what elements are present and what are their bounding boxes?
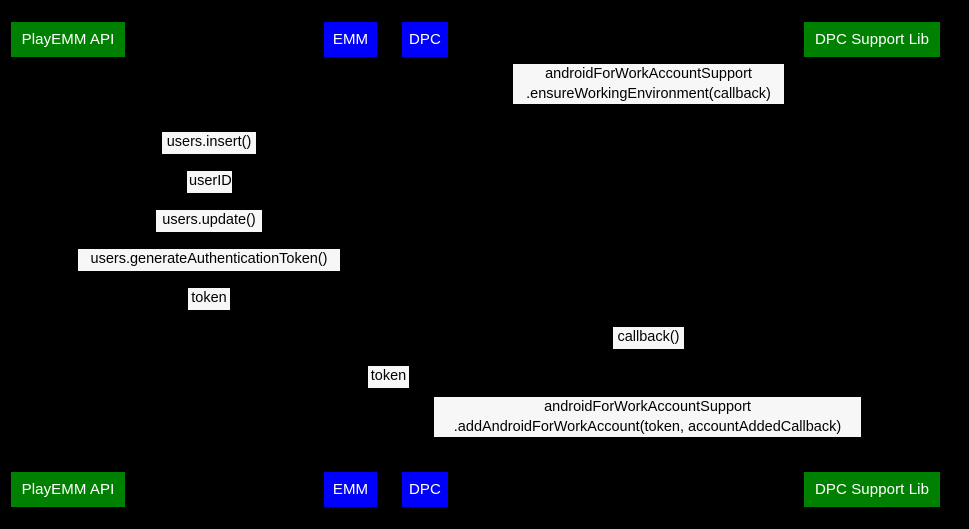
message-label-callback: callback() (613, 327, 684, 349)
arrow-token-to-dpc (350, 388, 424, 389)
participant-emm-top[interactable]: EMM (324, 22, 377, 57)
participant-label: EMM (332, 31, 369, 48)
message-label-userid: userID (187, 171, 232, 193)
lifeline-emm (350, 57, 351, 472)
lifeline-dpc (424, 57, 425, 472)
message-label-add-android-for-work-account: androidForWorkAccountSupport .addAndroid… (434, 397, 861, 437)
participant-dpc-support-lib-top[interactable]: DPC Support Lib (804, 22, 940, 57)
participant-dpc-bottom[interactable]: DPC (402, 472, 448, 507)
arrow-callback (424, 349, 871, 350)
lifeline-playemm (67, 57, 68, 472)
message-label-users-insert: users.insert() (162, 132, 256, 154)
arrow-add-android-for-work-account (424, 437, 871, 438)
message-label-users-update: users.update() (156, 210, 262, 232)
participant-label: DPC (409, 481, 441, 498)
participant-label: PlayEMM API (21, 31, 115, 48)
participant-playemm-api-top[interactable]: PlayEMM API (11, 22, 125, 57)
participant-dpc-top[interactable]: DPC (402, 22, 448, 57)
arrow-userid (67, 193, 350, 194)
message-label-ensure-working-environment: androidForWorkAccountSupport .ensureWork… (513, 64, 784, 104)
arrow-ensure-working-environment (424, 104, 871, 105)
participant-label: DPC Support Lib (814, 31, 930, 48)
arrow-generate-authentication-token (67, 271, 350, 272)
participant-label: EMM (332, 481, 369, 498)
message-label-token-to-dpc: token (368, 366, 409, 388)
lifeline-dpclib (871, 57, 872, 472)
message-label-token-to-emm: token (188, 288, 230, 310)
participant-label: DPC Support Lib (814, 481, 930, 498)
participant-label: PlayEMM API (21, 481, 115, 498)
participant-emm-bottom[interactable]: EMM (324, 472, 377, 507)
arrow-users-update (67, 232, 350, 233)
participant-playemm-api-bottom[interactable]: PlayEMM API (11, 472, 125, 507)
message-label-generate-authentication-token: users.generateAuthenticationToken() (78, 249, 340, 271)
participant-dpc-support-lib-bottom[interactable]: DPC Support Lib (804, 472, 940, 507)
arrow-token-to-emm (67, 310, 350, 311)
participant-label: DPC (409, 31, 441, 48)
arrow-users-insert (67, 154, 350, 155)
